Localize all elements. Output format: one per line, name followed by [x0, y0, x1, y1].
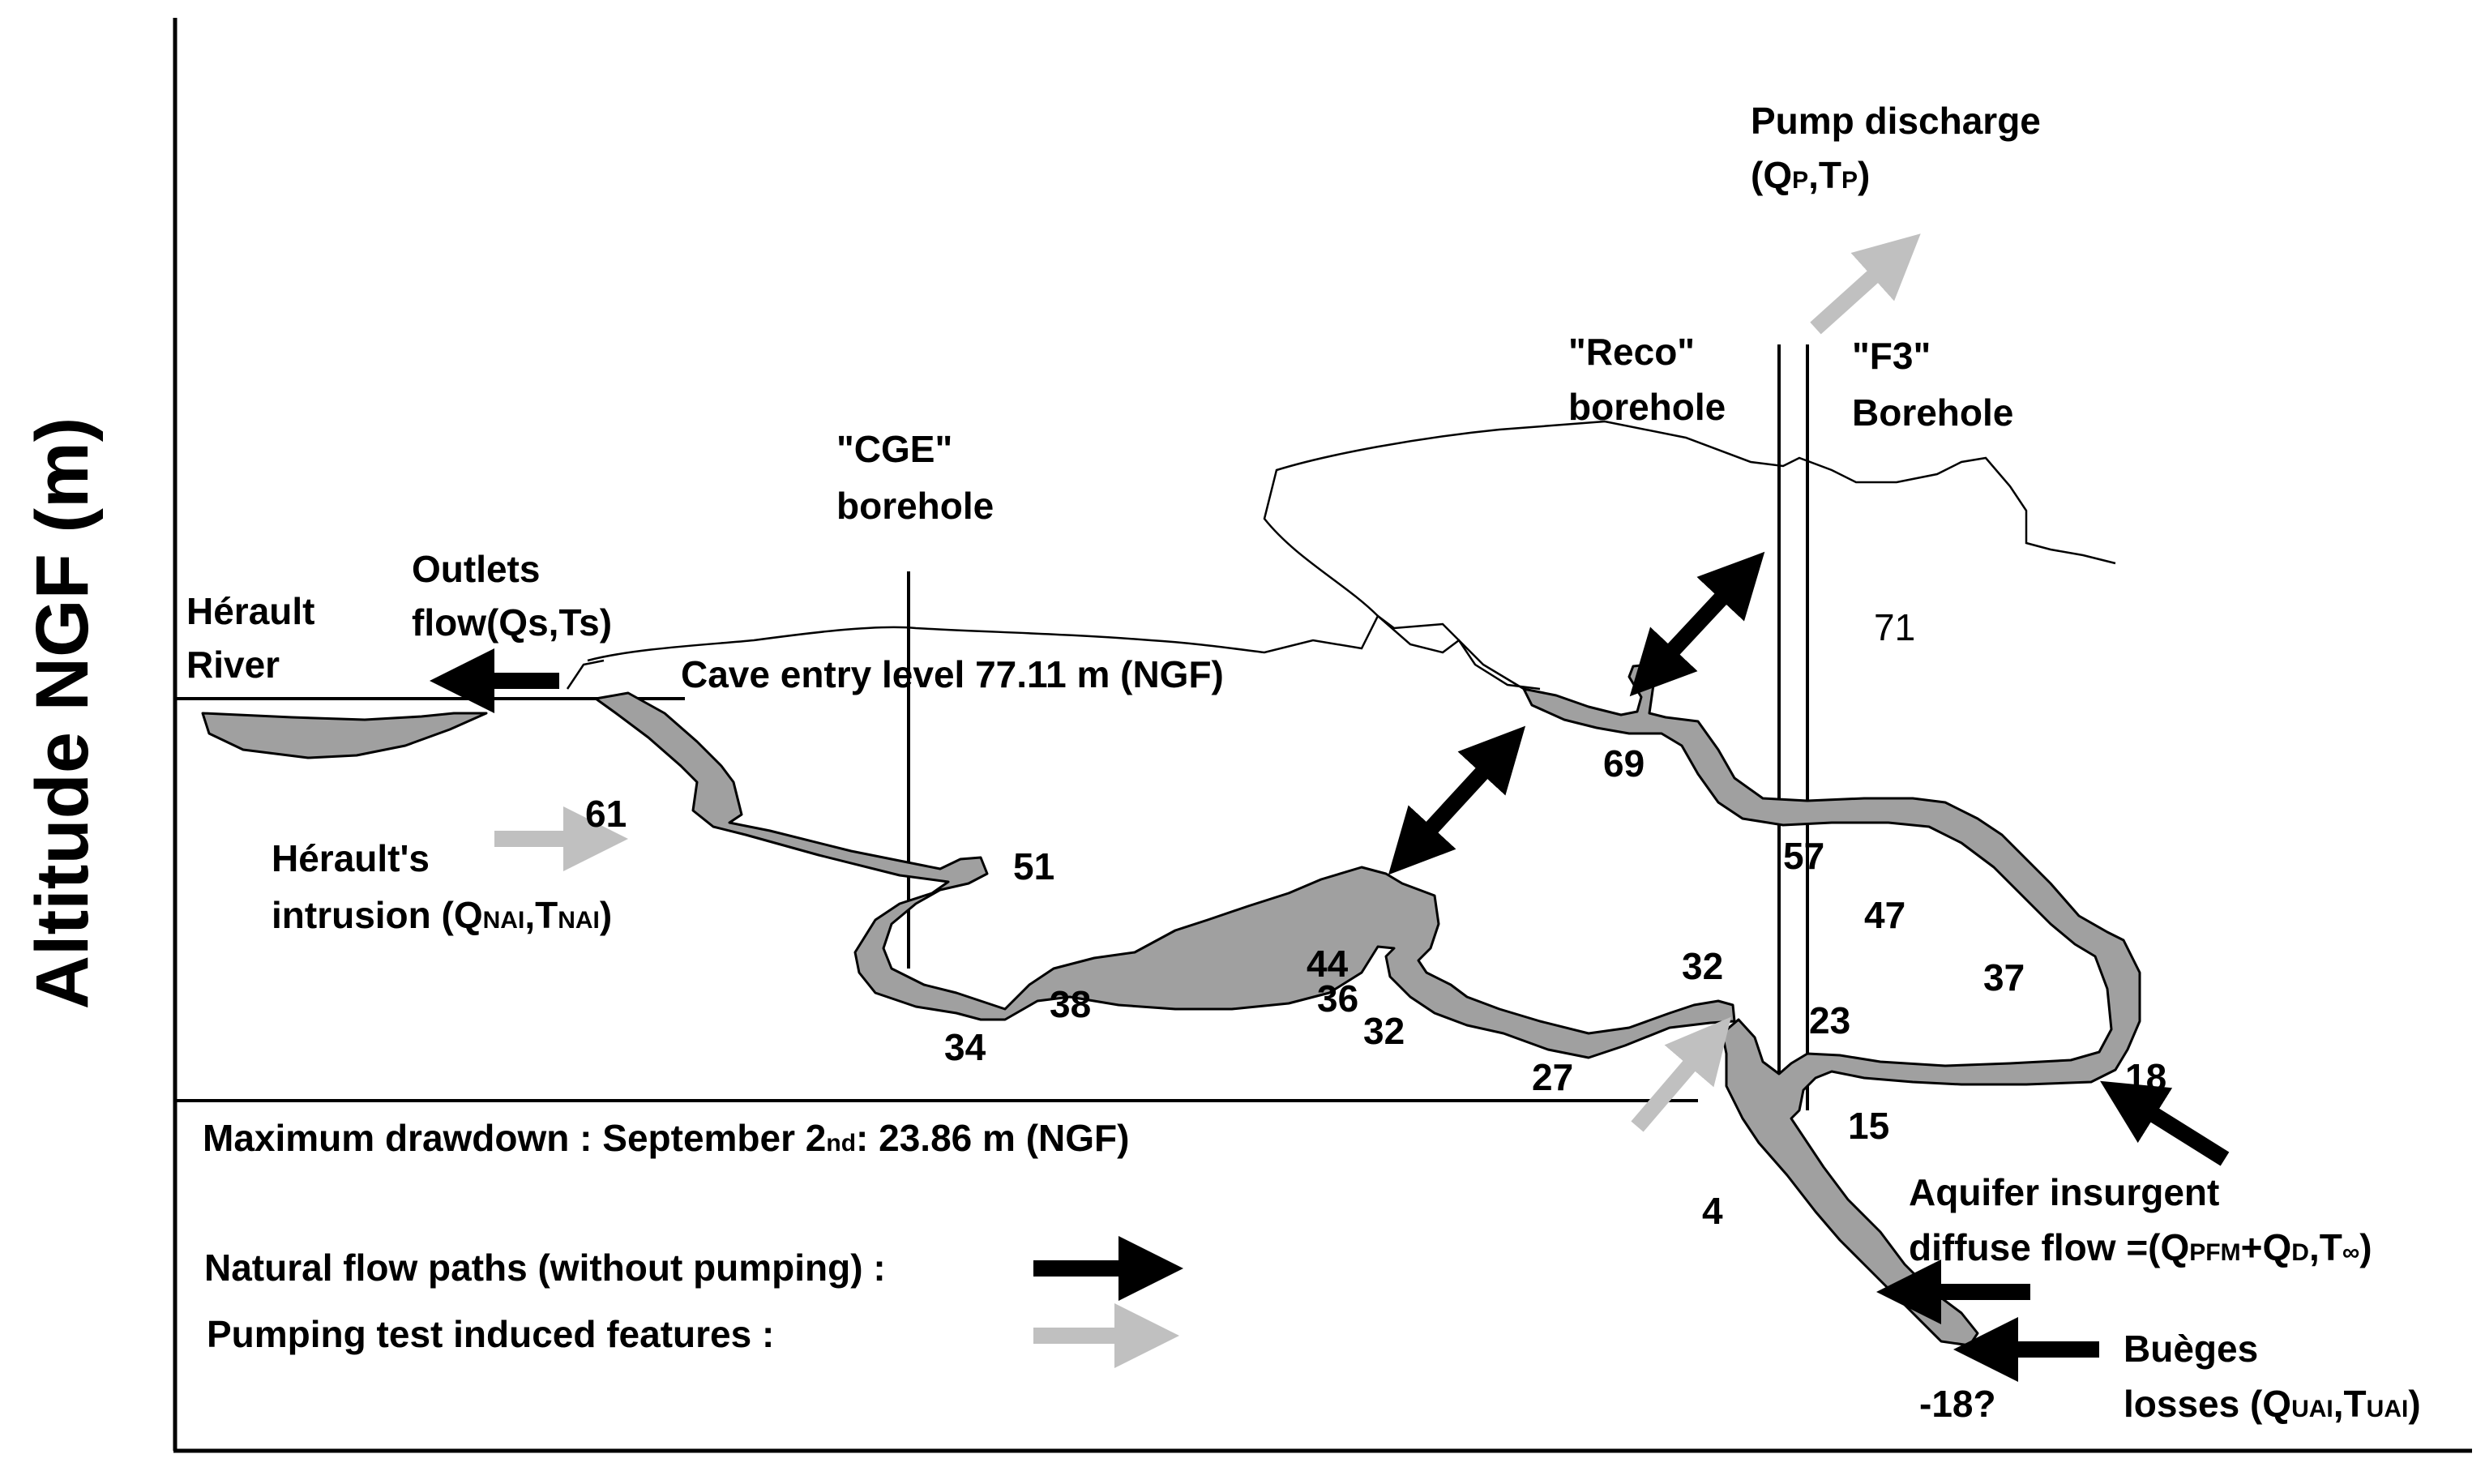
- legend-natural-label: Natural flow paths (without pumping) :: [204, 1247, 886, 1289]
- y-axis-title: Altitude NGF (m): [21, 417, 104, 1010]
- bueges-label-1: Buèges: [2124, 1328, 2258, 1370]
- pump-label-2: (QP,TP): [1751, 154, 1870, 196]
- legend-pumping-label: Pumping test induced features :: [207, 1313, 774, 1355]
- reco-double-arrow: [1629, 551, 1765, 697]
- depth-51: 51: [1013, 845, 1054, 887]
- f3-label-2: Borehole: [1852, 391, 2013, 434]
- pump-label-1: Pump discharge: [1751, 100, 2041, 142]
- labels: Hérault River Outlets flow(Qs,Ts) "CGE" …: [186, 100, 2421, 1425]
- depth-37: 37: [1983, 956, 2025, 999]
- middle-double-arrow: [1388, 725, 1526, 875]
- depth-57: 57: [1783, 835, 1824, 877]
- intrusion-label-1: Hérault's: [272, 837, 430, 879]
- depth-71: 71: [1874, 606, 1915, 648]
- cge-label-1: "CGE": [836, 428, 952, 470]
- herault-river-label-2: River: [186, 644, 280, 686]
- depth-23: 23: [1809, 999, 1850, 1041]
- depth-32b: 32: [1682, 945, 1723, 987]
- f3-label-1: "F3": [1852, 335, 1931, 377]
- depth-27: 27: [1532, 1056, 1573, 1098]
- depth-38: 38: [1050, 983, 1091, 1025]
- depth-44: 44: [1307, 943, 1349, 985]
- upper-conduit: [594, 691, 1736, 1059]
- ground-surface-line: [587, 614, 1525, 691]
- pump-discharge-arrow: [1810, 233, 1921, 335]
- outlets-label-1: Outlets: [412, 548, 540, 590]
- depth-47: 47: [1864, 894, 1905, 936]
- depth-69: 69: [1603, 742, 1645, 785]
- depth-34: 34: [944, 1026, 986, 1068]
- pumping-arrows: [494, 233, 1921, 1368]
- depth-15: 15: [1848, 1105, 1889, 1147]
- natural-flow-arrows: [430, 551, 2230, 1382]
- reco-label-1: "Reco": [1568, 331, 1695, 373]
- max-drawdown-label: Maximum drawdown : September 2nd: 23.86 …: [203, 1117, 1129, 1159]
- depth-36: 36: [1317, 977, 1358, 1020]
- herault-river-label-1: Hérault: [186, 590, 314, 632]
- depth-32a: 32: [1363, 1010, 1405, 1052]
- depth-18: 18: [2125, 1056, 2166, 1098]
- aquifer-diffuse-arrow: [2100, 1080, 2230, 1166]
- reco-label-2: borehole: [1568, 386, 1726, 428]
- hill-outline: [1263, 420, 2116, 617]
- drawdown-induced-arrow: [1631, 1016, 1732, 1132]
- hill-lower-outline: [1377, 615, 1541, 691]
- outlet-pool: [201, 712, 488, 759]
- aquifer-label-2: diffuse flow =(QPFM+QD,T∞): [1909, 1226, 2372, 1268]
- ground-surface-left: [566, 659, 605, 690]
- depth-4: 4: [1702, 1190, 1723, 1232]
- intrusion-label-2: intrusion (QNAI,TNAI): [272, 894, 612, 936]
- cge-label-2: borehole: [836, 485, 994, 527]
- outlets-label-2: flow(Qs,Ts): [412, 601, 612, 644]
- bueges-label-2: losses (QUAI,TUAI): [2124, 1383, 2421, 1425]
- depth-labels: 61 51 34 38 44 36 32 27 32 69 71 57 47 3…: [585, 606, 2166, 1425]
- aquifer-label-1: Aquifer insurgent: [1909, 1171, 2219, 1213]
- cave-entry-label: Cave entry level 77.11 m (NGF): [681, 653, 1224, 695]
- depth-61: 61: [585, 793, 627, 835]
- depth-minus-18: -18?: [1919, 1383, 1996, 1425]
